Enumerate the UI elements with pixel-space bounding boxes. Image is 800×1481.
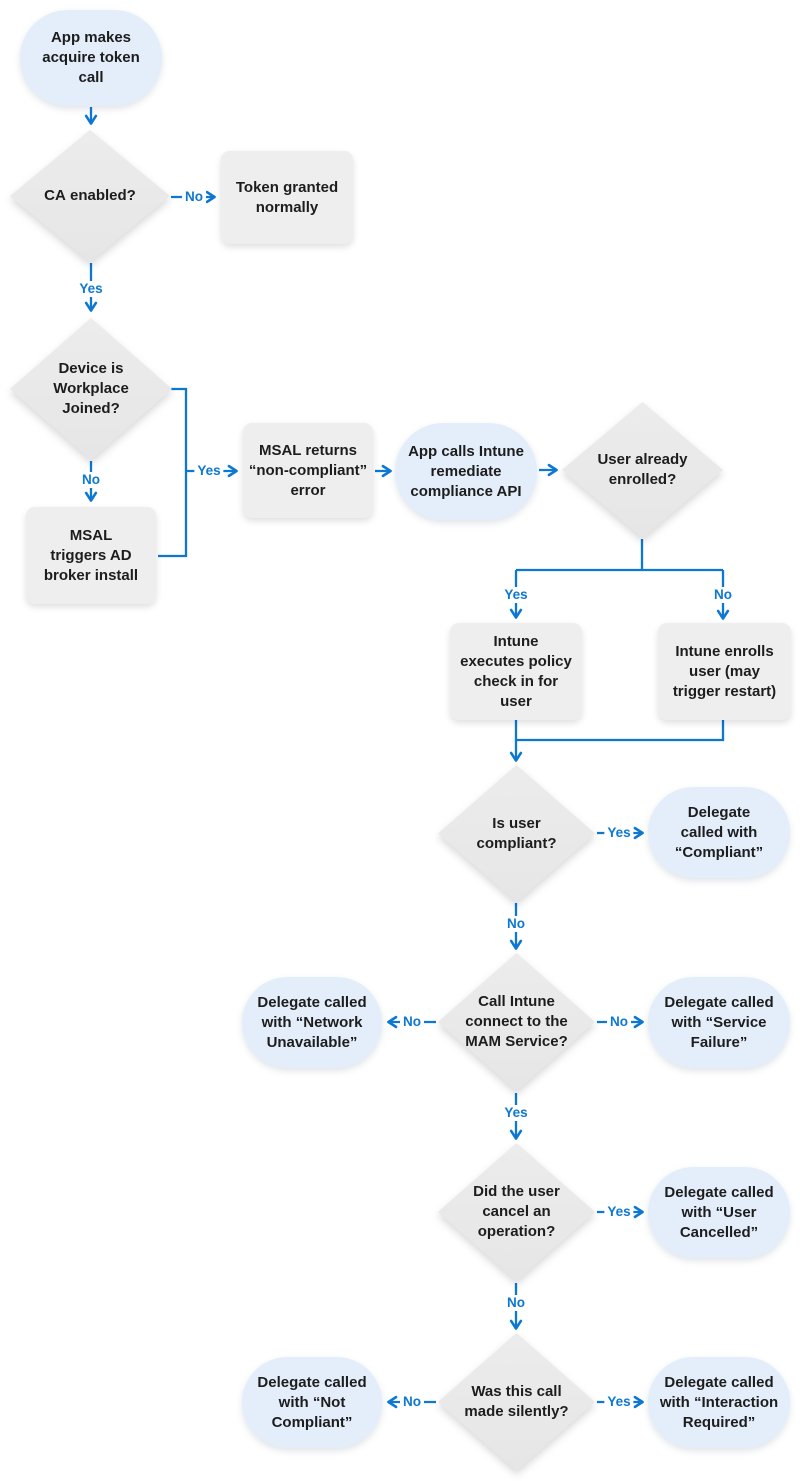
decision-was-call-made-silently: Was this call made silently?	[438, 1333, 595, 1471]
edge-label-mam-yes: Yes	[501, 1105, 531, 1121]
node-label: Did the user cancel an operation?	[473, 1183, 560, 1240]
node-delegate-network-unavailable: Delegate called with “Network Unavailabl…	[242, 977, 382, 1068]
edge-label-wpj-yes: Yes	[194, 463, 224, 479]
edge-label-mam-no-left: No	[400, 1014, 424, 1030]
ca-bold-text: CA	[44, 187, 66, 204]
edge-label-cancel-yes: Yes	[604, 1204, 634, 1220]
decision-user-already-enrolled: User already enrolled?	[562, 402, 723, 538]
node-token-granted-normally: Token granted normally	[221, 151, 353, 244]
node-delegate-user-cancelled: Delegate called with “User Cancelled”	[648, 1167, 790, 1258]
edge-label-mam-no-right: No	[607, 1014, 631, 1030]
edge-label-wpj-no: No	[79, 472, 103, 488]
node-label: Was this call made silently?	[464, 1383, 569, 1420]
edge-merge-bar	[514, 720, 725, 742]
node-msal-returns-noncompliant-error: MSAL returns “non-compliant” error	[243, 423, 373, 518]
decision-is-user-compliant: Is user compliant?	[438, 765, 595, 902]
decision-did-user-cancel-operation: Did the user cancel an operation?	[438, 1143, 595, 1281]
node-app-calls-intune-remediate: App calls Intune remediate compliance AP…	[395, 423, 537, 520]
node-app-makes-acquire-token-call: App makes acquire token call	[20, 10, 162, 106]
node-label: Token granted normally	[235, 178, 339, 216]
edge-label-enrolled-no: No	[711, 587, 735, 603]
edge-label-enrolled-yes: Yes	[501, 587, 531, 603]
node-label: Call Intune connect to the MAM Service?	[465, 993, 568, 1050]
node-delegate-service-failure: Delegate called with “Service Failure”	[648, 977, 790, 1068]
decision-call-intune-mam-service: Call Intune connect to the MAM Service?	[438, 953, 595, 1091]
edge-enrolled-split	[516, 539, 723, 572]
ca-rest-text: enabled?	[65, 187, 136, 204]
node-delegate-compliant: Delegate called with “Compliant”	[648, 787, 790, 878]
node-intune-enrolls-user: Intune enrolls user (may trigger restart…	[658, 623, 791, 720]
edge-label-silent-no: No	[400, 1394, 424, 1410]
node-label: Device is Workplace Joined?	[53, 360, 129, 417]
edge-label-ca-yes: Yes	[76, 281, 106, 297]
node-label: App makes acquire token call	[42, 29, 140, 86]
node-intune-executes-policy-checkin: Intune executes policy check in for user	[450, 623, 582, 720]
decision-device-workplace-joined: Device is Workplace Joined?	[10, 318, 172, 460]
node-label: Delegate called with “Network Unavailabl…	[257, 993, 367, 1051]
node-label: Intune enrolls user (may trigger restart…	[672, 642, 777, 700]
node-label: Delegate called with “Not Compliant”	[257, 1373, 367, 1431]
node-label: Delegate called with “User Cancelled”	[664, 1183, 774, 1241]
node-delegate-interaction-required: Delegate called with “Interaction Requir…	[648, 1357, 790, 1448]
edge-label-cancel-no: No	[504, 1295, 528, 1311]
node-label: Intune executes policy check in for user	[460, 632, 572, 710]
edge-label-ca-no: No	[182, 189, 206, 205]
edge-wpj-broker-join	[158, 387, 188, 558]
node-label: MSAL returns “non-compliant” error	[248, 441, 368, 499]
edge-label-silent-yes: Yes	[604, 1394, 634, 1410]
edge-label-compliant-yes: Yes	[604, 825, 634, 841]
node-label: Delegate called with “Interaction Requir…	[659, 1373, 779, 1431]
node-label: Delegate called with “Compliant”	[674, 803, 764, 861]
edge-label-compliant-no: No	[504, 916, 528, 932]
node-delegate-not-compliant: Delegate called with “Not Compliant”	[242, 1357, 382, 1448]
decision-ca-enabled: CA enabled?	[10, 130, 170, 262]
node-msal-triggers-ad-broker-install: MSAL triggers AD broker install	[26, 507, 156, 604]
node-label: App calls Intune remediate compliance AP…	[408, 442, 524, 500]
node-label: CA enabled?	[44, 186, 136, 206]
node-label: User already enrolled?	[597, 451, 688, 488]
node-label: MSAL triggers AD broker install	[43, 526, 139, 584]
node-label: Delegate called with “Service Failure”	[664, 993, 774, 1051]
node-label: Is user compliant?	[476, 814, 557, 852]
